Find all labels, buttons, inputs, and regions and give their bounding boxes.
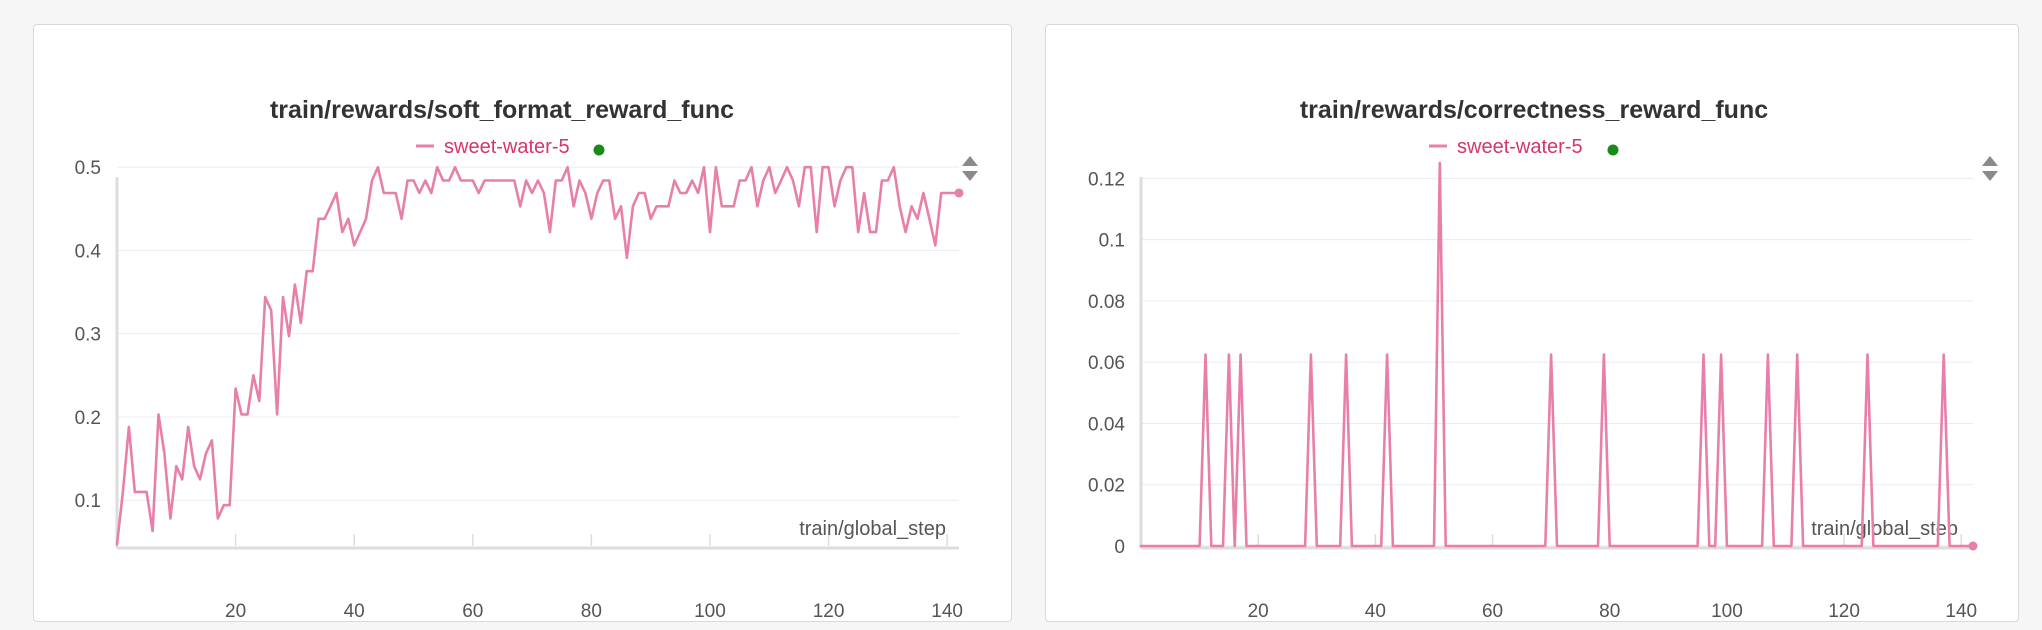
legend-label: sweet-water-5 <box>1457 136 1583 158</box>
scroll-arrows-icon[interactable] <box>1982 156 1998 181</box>
chart-legend[interactable]: sweet-water-5 <box>1429 136 1619 158</box>
chart-legend[interactable]: sweet-water-5 <box>416 136 605 158</box>
series-layer <box>115 165 964 546</box>
series-end-point <box>954 188 964 198</box>
series-layer <box>1139 161 1978 551</box>
x-tick-label: 120 <box>813 601 845 622</box>
series-end-point <box>1968 541 1978 551</box>
x-tick-label: 140 <box>1945 601 1977 622</box>
chart-panel-correctness: train/rewards/correctness_reward_func sw… <box>1045 24 2019 622</box>
x-tick-label: 40 <box>344 601 365 622</box>
status-dot-icon <box>1607 144 1619 156</box>
y-tick-label: 0.1 <box>75 491 101 512</box>
y-tick-label: 0.3 <box>75 325 101 346</box>
y-tick-label: 0 <box>1114 537 1125 558</box>
x-tick-label: 20 <box>225 601 246 622</box>
y-tick-label: 0.02 <box>1088 476 1125 497</box>
y-tick-label: 0.1 <box>1099 231 1125 252</box>
legend-label: sweet-water-5 <box>444 136 570 158</box>
x-tick-label: 120 <box>1828 601 1860 622</box>
x-tick-label: 60 <box>1482 601 1503 622</box>
chart-title: train/rewards/soft_format_reward_func <box>270 96 734 124</box>
y-tick-label: 0.04 <box>1088 414 1125 435</box>
chart-soft-format-svg: train/rewards/soft_format_reward_func sw… <box>75 96 978 622</box>
x-axis-label: train/global_step <box>1811 518 1958 540</box>
x-axis-label: train/global_step <box>799 518 946 540</box>
y-tick-label: 0.06 <box>1088 353 1125 374</box>
series-line-sweet-water-5 <box>1139 161 1975 548</box>
series-line-sweet-water-5 <box>115 165 961 546</box>
axis-ticks: 0 0.02 0.04 0.06 0.08 0.1 0.12 20 40 60 80 100 120 14… <box>1088 169 1977 622</box>
x-tick-label: 100 <box>1711 601 1743 622</box>
y-tick-label: 0.5 <box>75 158 101 179</box>
x-tick-label: 40 <box>1365 601 1386 622</box>
y-tick-label: 0.2 <box>75 408 101 429</box>
x-tick-label: 20 <box>1248 601 1269 622</box>
chart-title: train/rewards/correctness_reward_func <box>1300 96 1768 124</box>
x-tick-label: 60 <box>462 601 483 622</box>
y-tick-label: 0.12 <box>1088 169 1125 190</box>
axis-ticks: 0.1 0.2 0.3 0.4 0.5 20 40 60 80 100 120 140 <box>75 158 963 622</box>
x-tick-label: 140 <box>931 601 963 622</box>
grid-lines <box>117 166 959 501</box>
x-tick-label: 80 <box>1599 601 1620 622</box>
y-tick-label: 0.08 <box>1088 292 1125 313</box>
grid-lines <box>1141 177 1973 547</box>
scroll-arrows-icon[interactable] <box>962 156 978 181</box>
x-tick-label: 100 <box>694 601 726 622</box>
chart-panel-soft-format: train/rewards/soft_format_reward_func sw… <box>33 24 1012 622</box>
x-tick-label: 80 <box>581 601 602 622</box>
chart-correctness-svg: train/rewards/correctness_reward_func sw… <box>1088 96 1998 622</box>
status-dot-icon <box>593 144 605 156</box>
y-tick-label: 0.4 <box>75 241 102 262</box>
